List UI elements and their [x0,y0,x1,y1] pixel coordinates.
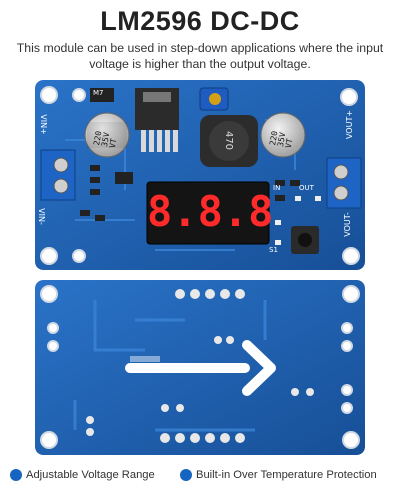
feature-adjustable-voltage: Adjustable Voltage Range [10,469,155,481]
vin-plus-label: VIN+ [38,114,48,135]
pcb-top-view: M7 220 35V VT 220 35V VT 470 VIN+ VIN- V… [35,80,365,270]
capacitor-left-label: 220 35V VT [92,130,119,149]
label-s1: S1 [269,246,278,254]
feature-label: Adjustable Voltage Range [26,469,155,481]
feature-label: Built-in Over Temperature Protection [196,469,377,481]
direction-arrow-icon [125,340,276,396]
pcb-bottom-view [35,280,365,455]
label-out: OUT [299,184,314,192]
vout-plus-label: VOUT+ [345,109,355,140]
capacitor-right-label: 220 35V VT [268,130,295,149]
label-m7: M7 [93,89,104,97]
vout-minus-label: VOUT- [342,212,352,237]
product-description: This module can be used in step-down app… [16,41,384,71]
feature-bullet-icon [180,469,192,481]
feature-over-temperature-protection: Built-in Over Temperature Protection [180,469,377,481]
vin-minus-label: VIN- [36,208,46,225]
label-in: IN [273,184,281,192]
feature-bullet-icon [10,469,22,481]
inductor-label: 470 [223,130,235,151]
mounting-holes [40,86,360,265]
seven-segment-display: 8.8.8 [147,187,274,236]
product-title: LM2596 DC-DC [100,6,300,36]
